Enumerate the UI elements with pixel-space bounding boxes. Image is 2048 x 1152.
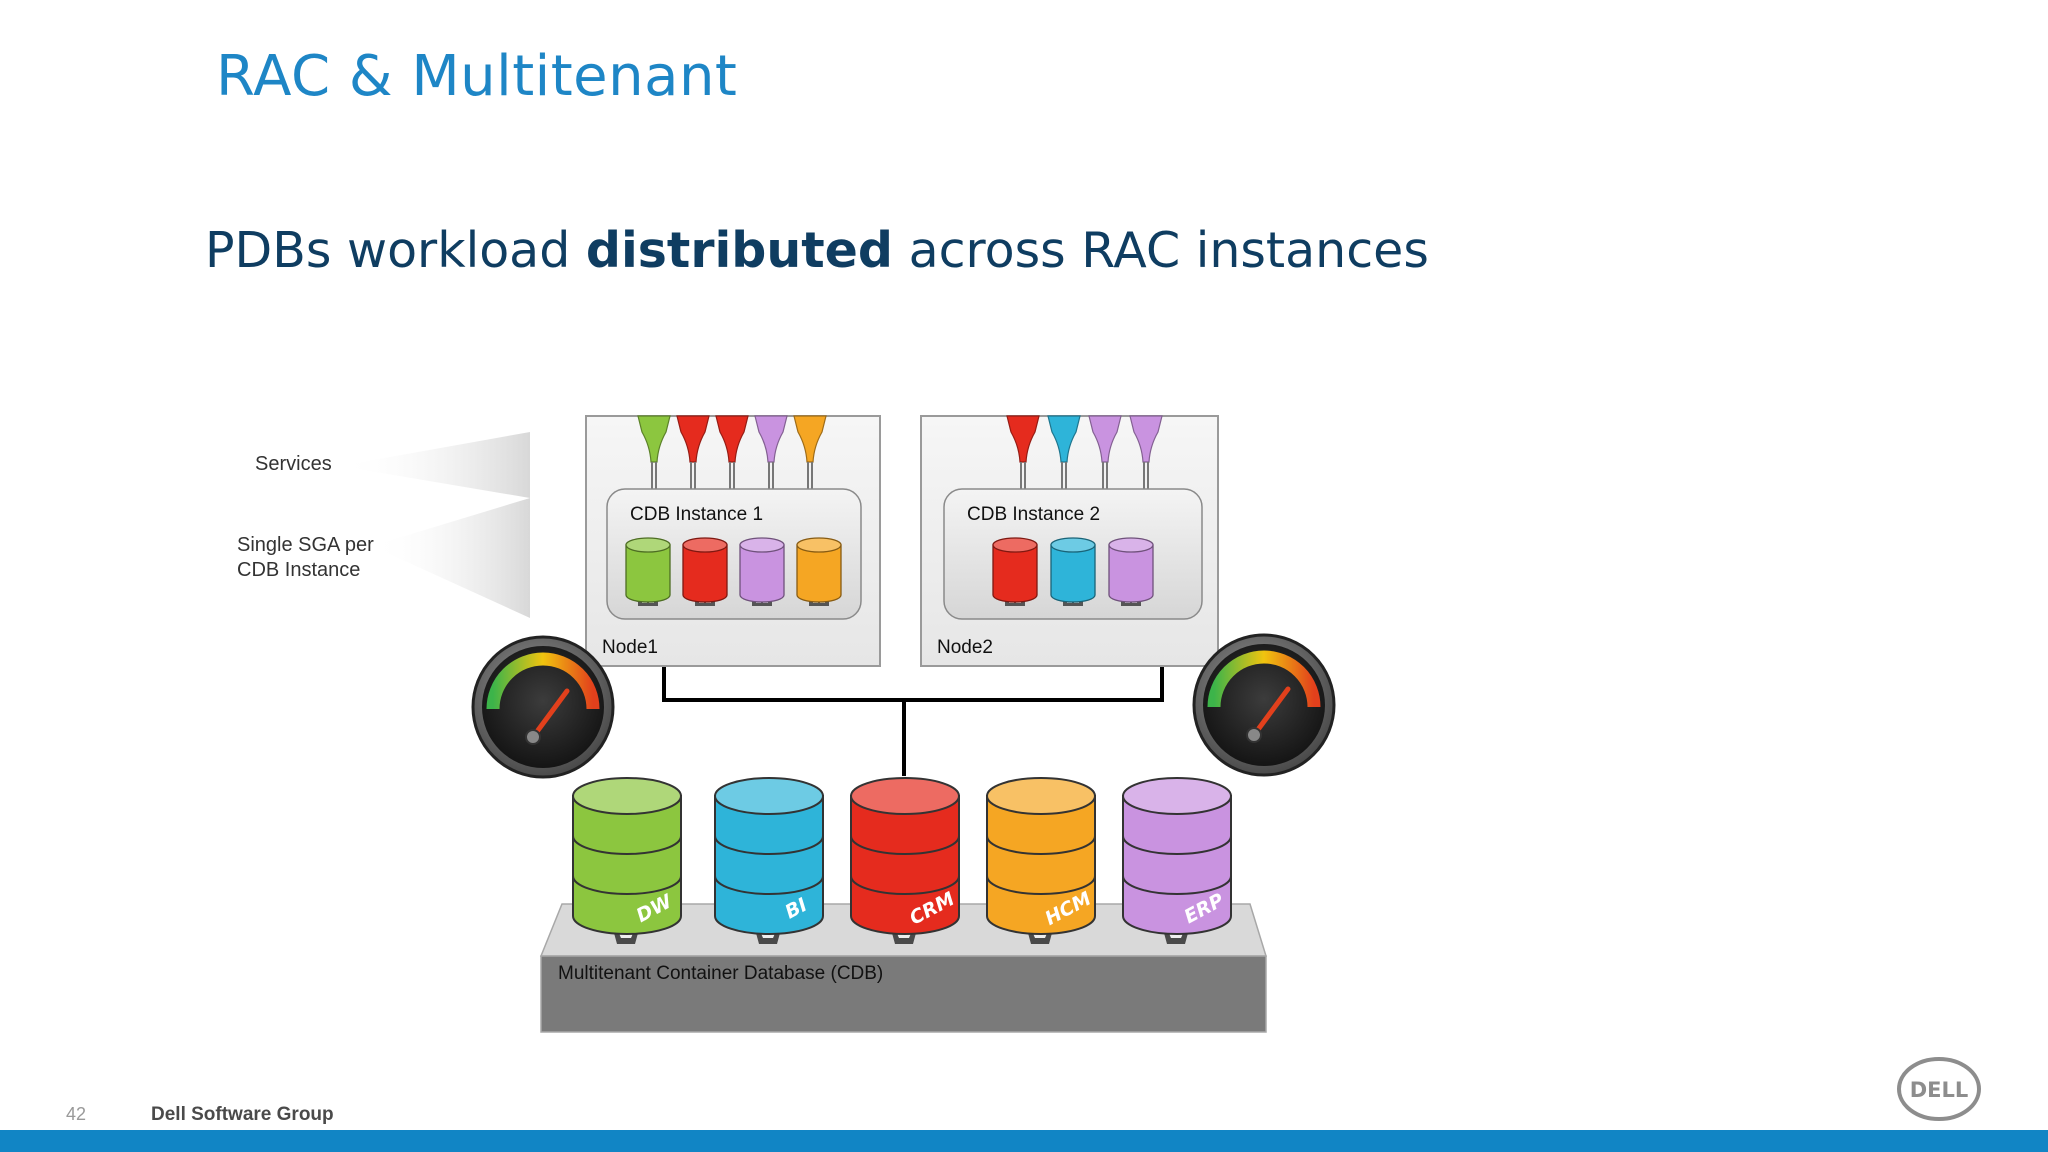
node1-services bbox=[637, 415, 827, 492]
node2-label: Node2 bbox=[937, 637, 993, 658]
service-funnel bbox=[637, 415, 671, 492]
sga-cylinder bbox=[1108, 537, 1154, 606]
node1-sga bbox=[625, 537, 842, 606]
node1: CDB Instance 1 Node1 bbox=[585, 415, 881, 667]
sga-cylinder bbox=[1050, 537, 1096, 606]
sga-cylinder bbox=[796, 537, 842, 606]
service-funnel bbox=[1047, 415, 1081, 492]
service-funnel bbox=[754, 415, 788, 492]
speedometer-gauge-icon bbox=[471, 635, 615, 779]
services-wedge bbox=[340, 432, 530, 498]
sga-legend-label-line1: Single SGA per bbox=[237, 534, 374, 556]
node-interconnect bbox=[662, 664, 1164, 776]
dell-logo-text: DELL bbox=[1910, 1078, 1969, 1102]
service-funnel bbox=[676, 415, 710, 492]
cdb-label: Multitenant Container Database (CDB) bbox=[558, 963, 883, 984]
service-funnel bbox=[1006, 415, 1040, 492]
cdb-instance-1-label: CDB Instance 1 bbox=[630, 504, 763, 525]
sga-legend-label-line2: CDB Instance bbox=[237, 559, 360, 581]
pdb-cylinder: DW bbox=[572, 777, 682, 944]
subtitle-post: across RAC instances bbox=[893, 222, 1429, 279]
node2: CDB Instance 2 Node2 bbox=[920, 415, 1219, 667]
page-number: 42 bbox=[66, 1104, 87, 1124]
speedometer-gauge-icon bbox=[1192, 633, 1336, 777]
sga-wedge bbox=[372, 498, 530, 618]
slide-title: RAC & Multitenant bbox=[216, 44, 738, 109]
subtitle-emphasis: distributed bbox=[585, 222, 893, 279]
pdb-cylinder: BI bbox=[714, 777, 824, 944]
footer-bar bbox=[0, 1130, 2048, 1152]
service-funnel bbox=[715, 415, 749, 492]
dell-logo: DELL bbox=[1897, 1057, 1981, 1121]
pdb-cylinder: HCM bbox=[986, 777, 1096, 944]
cdb-instance-2-label: CDB Instance 2 bbox=[967, 504, 1100, 525]
node2-sga bbox=[992, 537, 1154, 606]
sga-cylinder bbox=[739, 537, 785, 606]
sga-cylinder bbox=[992, 537, 1038, 606]
slide-subtitle: PDBs workload distributed across RAC ins… bbox=[205, 222, 1429, 279]
sga-cylinder bbox=[682, 537, 728, 606]
service-funnel bbox=[793, 415, 827, 492]
services-legend-label: Services bbox=[255, 453, 332, 475]
footer-brand: Dell Software Group bbox=[151, 1104, 334, 1125]
pdb-cylinder: CRM bbox=[850, 777, 960, 944]
node1-label: Node1 bbox=[602, 637, 658, 658]
service-funnel bbox=[1088, 415, 1122, 492]
subtitle-pre: PDBs workload bbox=[205, 222, 586, 279]
sga-cylinder bbox=[625, 537, 671, 606]
pdb-cylinder: ERP bbox=[1122, 777, 1232, 944]
node2-services bbox=[1006, 415, 1163, 492]
service-funnel bbox=[1129, 415, 1163, 492]
